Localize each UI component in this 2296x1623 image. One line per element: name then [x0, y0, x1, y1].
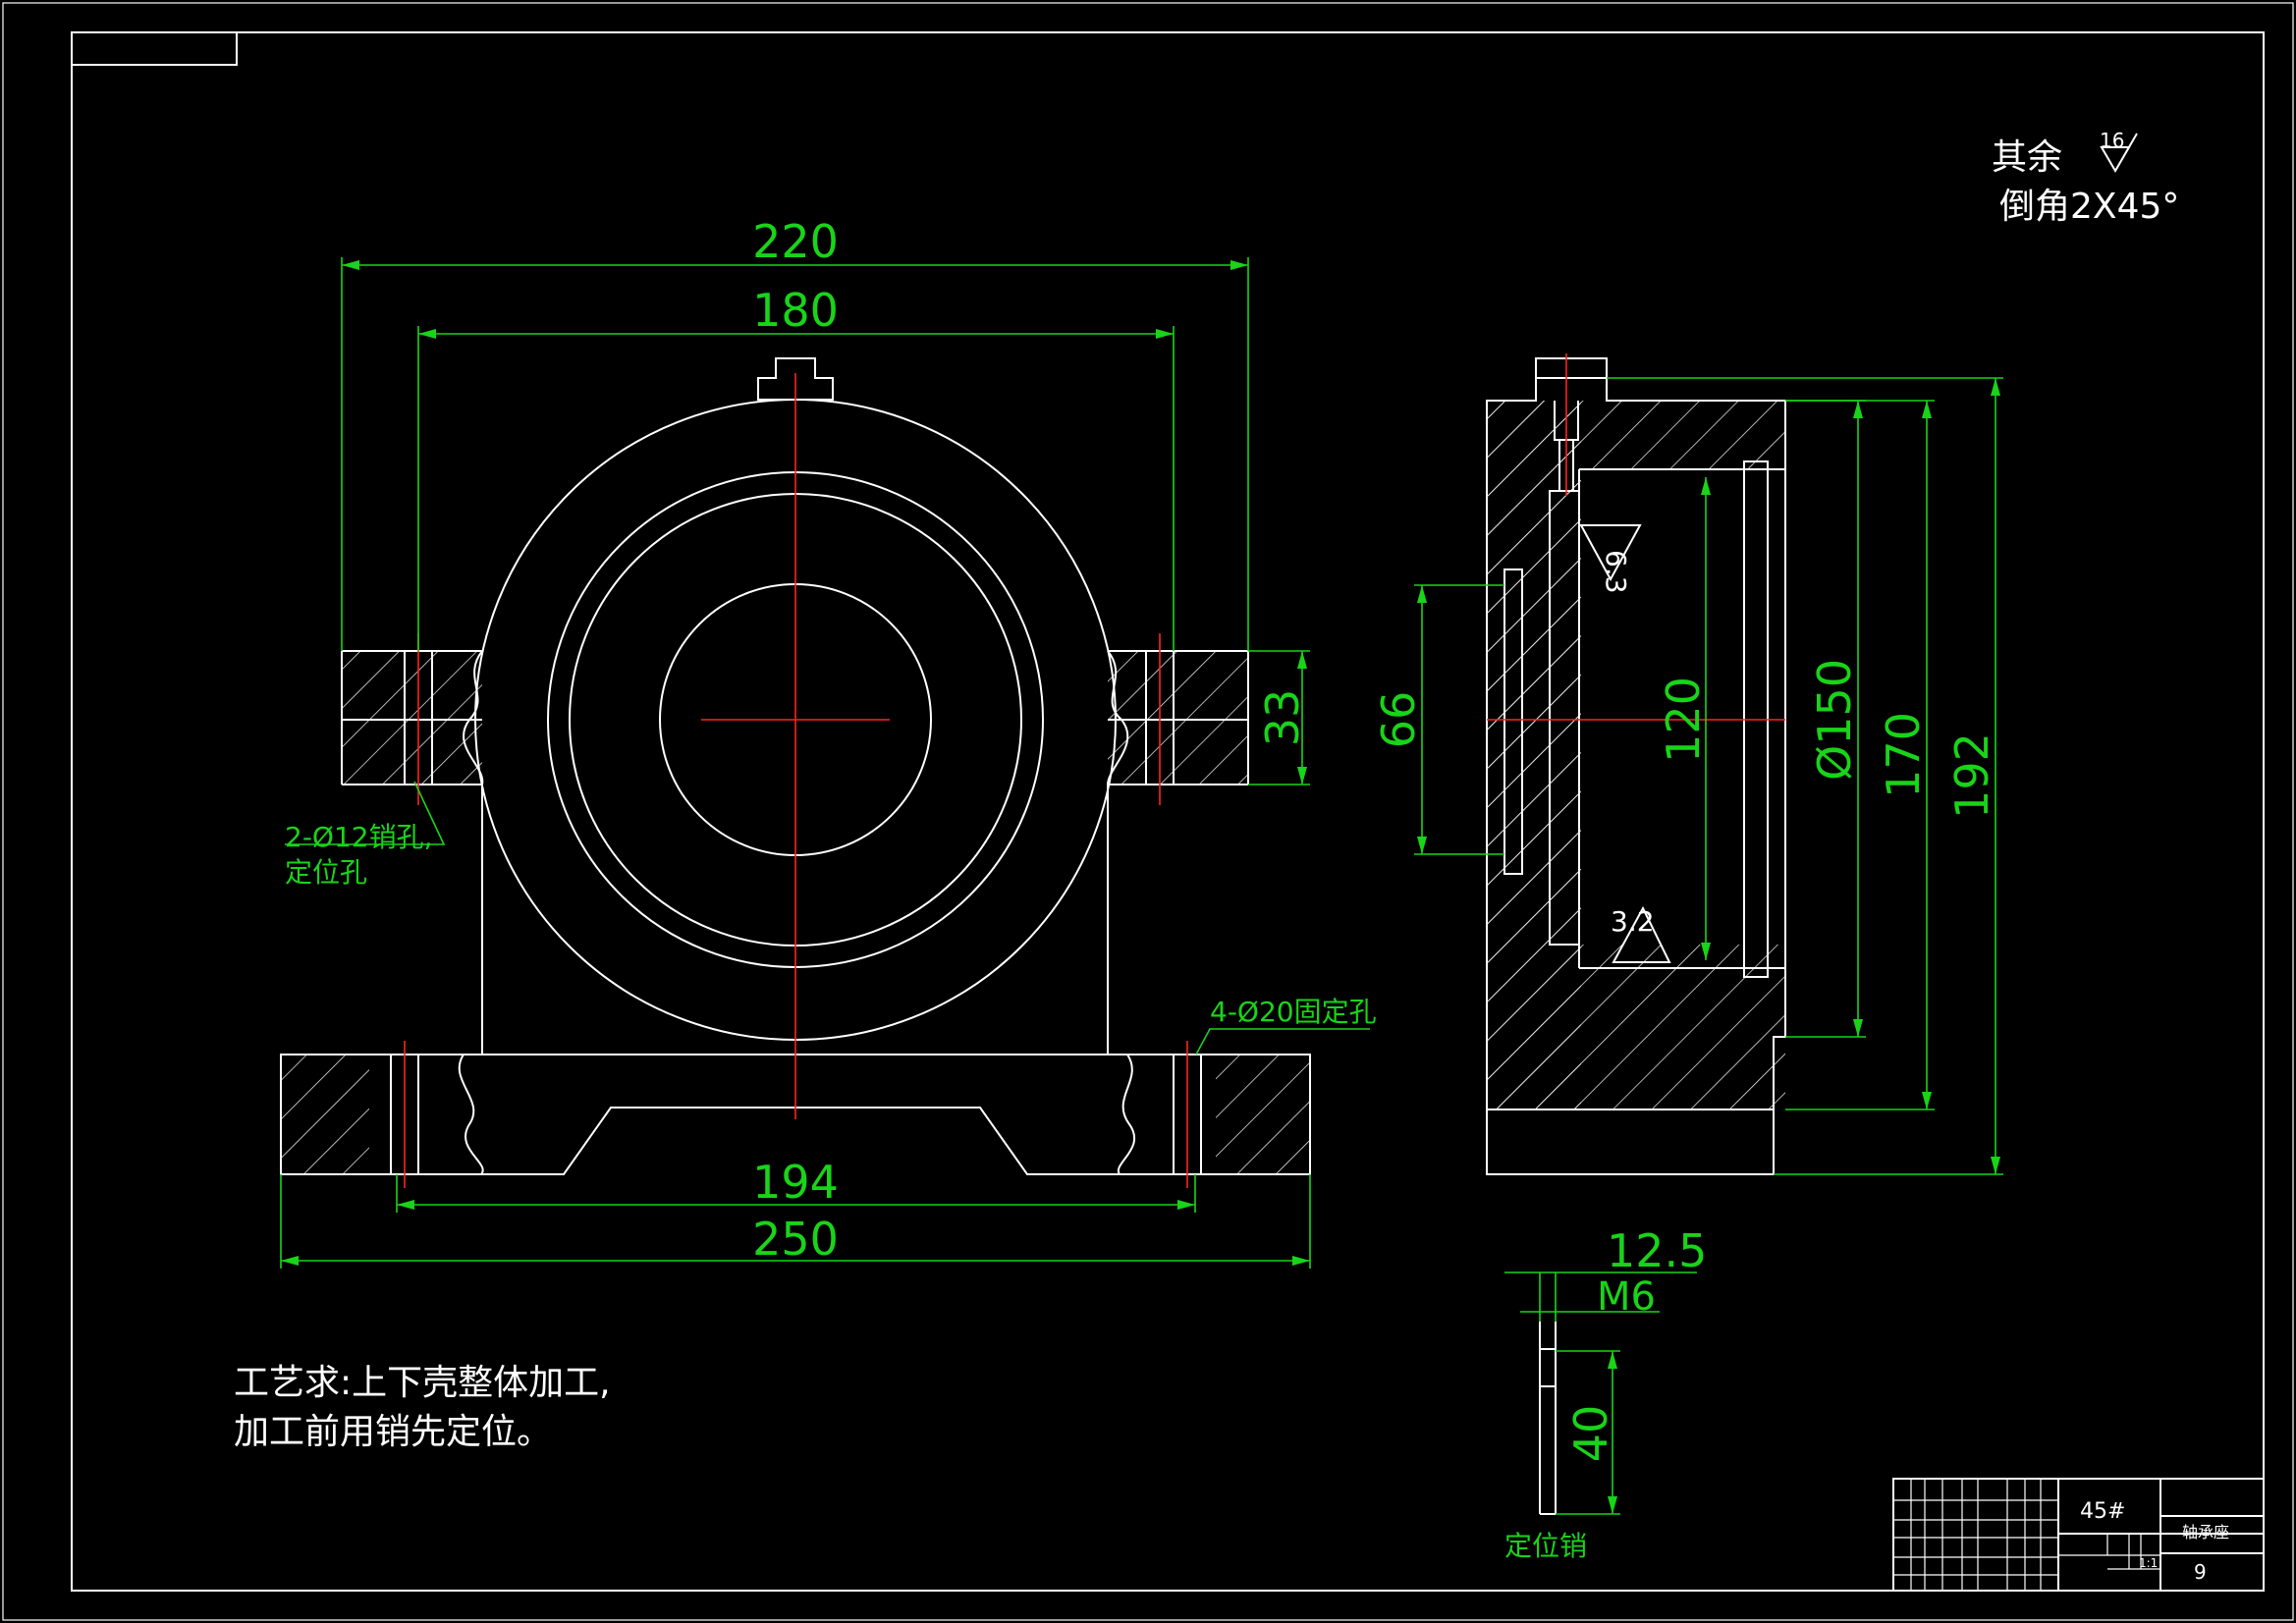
side-view: [1486, 353, 1786, 1175]
pin-hole-note-line1: 2-Ø12销孔,: [285, 821, 433, 853]
dim-66: 66: [1372, 691, 1425, 749]
dim-180: 180: [752, 284, 839, 337]
title-block: [1892, 1478, 2265, 1592]
sheet-number: 9: [2194, 1560, 2207, 1584]
process-note-line2: 加工前用销先定位。: [234, 1412, 552, 1452]
left-flange-hatch: [342, 651, 482, 784]
dim-33: 33: [1256, 689, 1309, 747]
front-dimensions: [280, 257, 1370, 1269]
dim-150: Ø150: [1808, 659, 1861, 781]
dim-m6: M6: [1597, 1274, 1656, 1320]
side-dimensions: [1414, 377, 2003, 1175]
dim-220: 220: [752, 215, 839, 268]
right-flange-hatch: [1108, 651, 1248, 784]
pin-hole-note-line2: 定位孔: [285, 856, 367, 889]
left-base-hatch: [281, 1055, 369, 1174]
corner-tag-box: [71, 31, 238, 66]
fix-hole-note: 4-Ø20固定孔: [1210, 996, 1377, 1028]
roughness-note: 其余: [1992, 137, 2062, 178]
part-name: 轴承座: [2182, 1523, 2229, 1542]
process-note-line1: 工艺求:上下壳整体加工,: [234, 1363, 611, 1403]
pin-caption: 定位销: [1504, 1530, 1587, 1562]
dim-12-5: 12.5: [1607, 1224, 1707, 1277]
scale: 1:1: [2139, 1556, 2158, 1570]
roughness-symbol-icon: [2100, 133, 2138, 173]
right-base-hatch: [1216, 1055, 1310, 1174]
dim-250: 250: [752, 1213, 839, 1266]
pin-detail: [1504, 1271, 1697, 1515]
dim-40: 40: [1564, 1405, 1617, 1463]
dim-192: 192: [1945, 732, 1998, 819]
base-outline: [280, 1054, 1311, 1175]
roughness-63: 6.3: [1600, 550, 1632, 594]
dim-120: 120: [1657, 676, 1710, 763]
material: 45#: [2080, 1499, 2125, 1524]
top-bolt: [757, 357, 834, 401]
dim-194: 194: [752, 1156, 839, 1209]
chamfer-note: 倒角2X45°: [1999, 187, 2179, 227]
roughness-32: 3.2: [1611, 905, 1655, 938]
dim-170: 170: [1877, 712, 1930, 798]
front-view: [280, 357, 1311, 1188]
